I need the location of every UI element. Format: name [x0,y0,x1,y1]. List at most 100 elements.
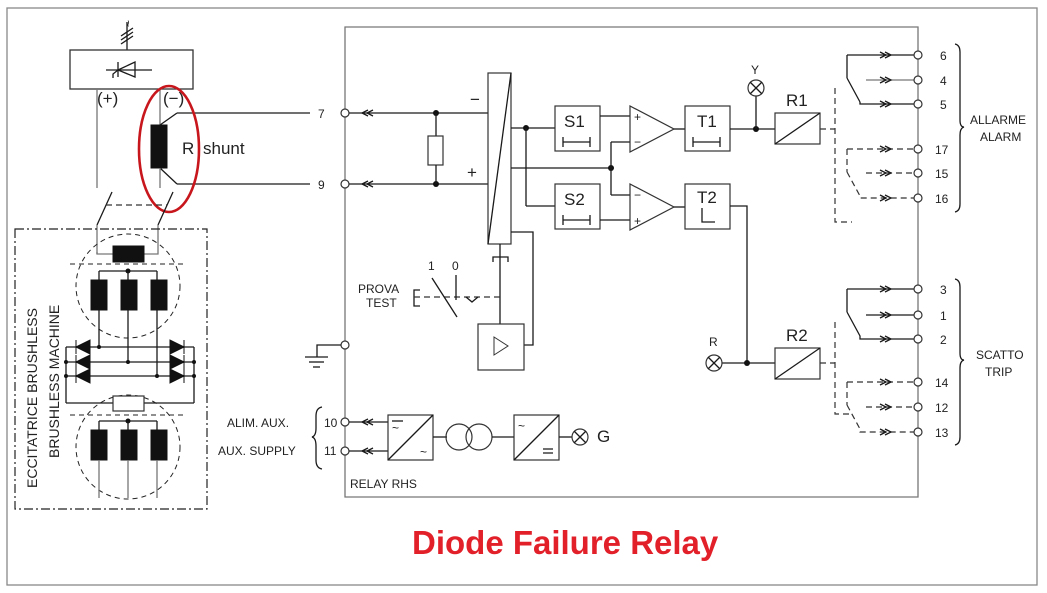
diode-icon [169,339,186,355]
s1-label: S1 [564,112,585,131]
comparator-2 [629,183,676,231]
trip-contacts: 3 1 2 14 12 13 SCATTO TRIP [820,278,1024,446]
terminal-13 [913,427,923,437]
input-plus: + [467,163,477,182]
trip-label-it: SCATTO [976,348,1024,362]
lamp-y-label: Y [751,63,759,77]
trip-terminal-label: 1 [940,309,947,323]
terminal-3 [913,284,923,294]
alarm-terminal-label: 17 [935,143,949,157]
diode-icon [169,368,186,384]
armature-coil-3 [150,279,168,311]
terminal-10-label: 10 [324,416,338,430]
yellow-lamp-icon [747,79,765,97]
terminal-11-label: 11 [324,444,337,458]
aux-label-it: ALIM. AUX. [227,416,289,430]
alarm-terminal-label: 6 [940,49,947,63]
stator-coil-3 [150,429,168,461]
diagram-title: Diode Failure Relay [412,524,719,561]
ground-terminal [340,340,350,350]
comparator-2-minus: − [634,188,641,202]
trip-terminal-label: 13 [935,426,949,440]
terminal-4 [913,75,923,85]
field-winding [112,245,145,263]
converter-out-ac-icon: ~ [420,445,427,459]
terminal-2 [913,334,923,344]
brushless-machine: ECCITATRICE BRUSHLESS BRUSHLESS MACHINE [14,228,208,510]
terminal-11 [340,446,350,456]
converter-ac-icon: ~ [518,419,525,433]
diode-icon [74,368,91,384]
diode-icon [74,339,91,355]
shunt-label: shunt [203,139,245,158]
shunt-r-label: R [182,139,194,158]
input-minus: − [470,90,480,109]
shunt-highlight-ellipse [137,84,201,214]
terminal-9-label: 9 [318,178,325,192]
terminal-12 [913,402,923,412]
stator-coil-1 [90,429,108,461]
input-resistor [427,135,444,166]
s2-label: S2 [564,190,585,209]
terminal-1 [913,310,923,320]
green-lamp-icon [571,428,589,446]
stator-coil-2 [120,429,138,461]
aux-label-en: AUX. SUPPLY [218,444,296,458]
test-pos-1: 1 [428,259,435,273]
test-label-en: TEST [366,296,397,310]
threshold-s1 [554,105,601,152]
comparator-1 [629,105,676,153]
comparator-2-plus: + [634,214,641,228]
diode-bridge [64,339,196,404]
trip-terminal-label: 12 [935,401,949,415]
terminal-16 [913,193,923,203]
trip-terminal-label: 3 [940,283,947,297]
alarm-contacts: 6 4 5 17 15 16 ALLARME ALARM [820,43,1026,223]
comparator-1-plus: + [634,110,641,124]
r1-label: R1 [786,91,808,110]
terminal-10 [340,417,350,427]
ground-icon [305,356,328,368]
terminal-7-label: 7 [318,107,325,121]
armature-coil-2 [120,279,138,311]
diode-icon [74,354,91,370]
t2-label: T2 [697,188,717,207]
diode-icon [169,354,186,370]
terminal-14 [913,377,923,387]
alarm-label-en: ALARM [980,130,1021,144]
trip-label-en: TRIP [985,365,1012,379]
threshold-s2 [554,183,601,230]
test-pushbutton[interactable] [413,275,500,318]
shunt-resistor [150,124,168,169]
terminal-7 [340,108,350,118]
main-field-resistor [112,395,145,412]
terminal-17 [913,144,923,154]
transformer-icon [445,423,493,451]
plus-label: (+) [97,89,118,108]
test-amplifier [477,323,525,371]
outer-frame [6,7,1038,586]
trip-terminal-label: 2 [940,333,947,347]
r2-label: R2 [786,326,808,345]
alarm-terminal-label: 5 [940,98,947,112]
terminal-6 [913,50,923,60]
red-lamp-icon [705,354,723,372]
comparator-1-minus: − [634,135,641,149]
machine-label-it: ECCITATRICE BRUSHLESS [24,308,40,488]
trip-terminal-label: 14 [935,376,949,390]
test-pos-0: 0 [452,259,459,273]
alarm-terminal-label: 4 [940,74,947,88]
armature-coil-1 [90,279,108,311]
thyristor-icon [106,60,152,78]
amplifier-icon [493,336,509,356]
terminal-15 [913,168,923,178]
supply-ac-symbol: ~ [121,20,135,27]
minus-label: (−) [163,89,184,108]
machine-label-en: BRUSHLESS MACHINE [46,305,62,458]
terminal-9 [340,179,350,189]
converter-in-ac-icon: ~ [392,421,399,435]
lamp-r-label: R [709,335,718,349]
alarm-label-it: ALLARME [970,113,1026,127]
machine-boundary [14,228,208,510]
